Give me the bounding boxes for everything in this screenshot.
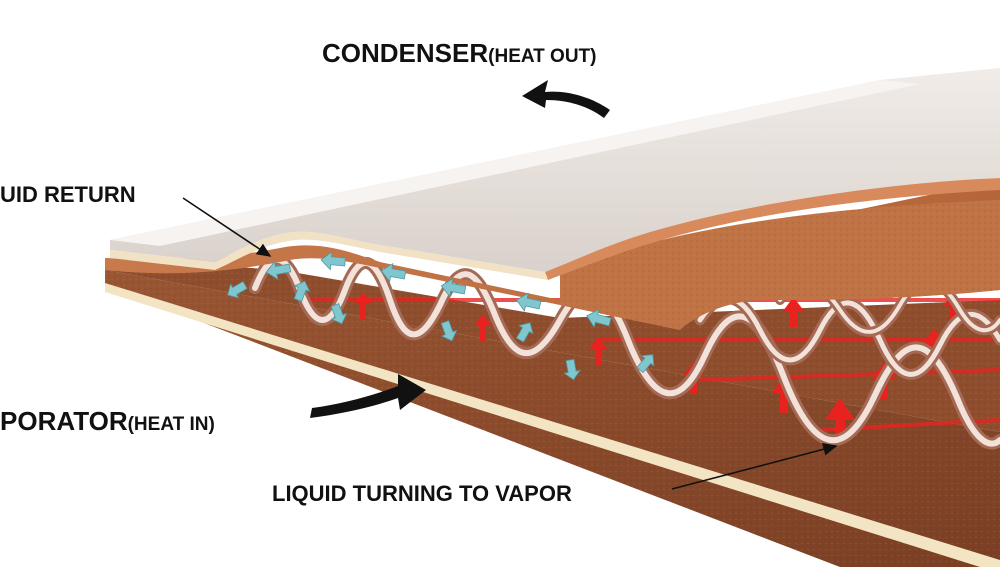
liquid-flow-arrows xyxy=(227,250,655,381)
liquid-flow-arrow-icon xyxy=(563,358,581,381)
base-plate-edge xyxy=(105,283,1000,567)
liquid-turning-label: LIQUID TURNING TO VAPOR xyxy=(272,481,572,506)
liquid-flow-arrow-icon xyxy=(440,277,467,298)
liquid-flow-arrow-icon xyxy=(636,354,655,374)
condenser-sub-text: (HEAT OUT) xyxy=(488,46,596,67)
liquid-flow-arrow-icon xyxy=(586,308,612,329)
vapor-flow-arrow-icon xyxy=(783,297,804,327)
liquid-flow-arrow-icon xyxy=(320,250,346,271)
evaporator-heat-in-arrow-icon xyxy=(310,374,426,418)
condenser-main-text: CONDENSER xyxy=(322,38,488,68)
liquid-flow-arrow-icon xyxy=(515,322,534,343)
liquid-flow-arrow-icon xyxy=(515,292,542,312)
top-sheet-edge xyxy=(545,178,1000,280)
evaporator-sub-text: (HEAT IN) xyxy=(128,414,215,435)
liquid-flow-arrow-icon xyxy=(227,280,248,299)
liquid-flow-arrow-icon xyxy=(380,262,407,283)
vapor-flow-arrow-icon xyxy=(589,337,607,365)
base-plate xyxy=(105,270,1000,567)
liquid-return-label: UID RETURN xyxy=(0,182,136,207)
vapor-flow-arrow-icon xyxy=(474,314,492,342)
liquid-turning-leader xyxy=(671,443,838,490)
condenser-heat-out-arrow-icon xyxy=(522,80,610,118)
liquid-flow-arrow-icon xyxy=(330,303,348,325)
vapor-flow-arrow-icon xyxy=(825,398,855,444)
evaporator-label: PORATOR(HEAT IN) xyxy=(0,406,215,436)
top-sheet xyxy=(110,68,1000,280)
evaporator-main-text: PORATOR xyxy=(0,406,128,436)
liquid-flow-arrow-icon xyxy=(440,320,458,342)
liquid-flow-arrow-icon xyxy=(265,260,292,281)
upper-wick-layer xyxy=(105,180,1000,330)
liquid-return-leader xyxy=(182,197,272,257)
liquid-flow-arrow-icon xyxy=(293,280,311,302)
condenser-label: CONDENSER(HEAT OUT) xyxy=(322,38,597,68)
